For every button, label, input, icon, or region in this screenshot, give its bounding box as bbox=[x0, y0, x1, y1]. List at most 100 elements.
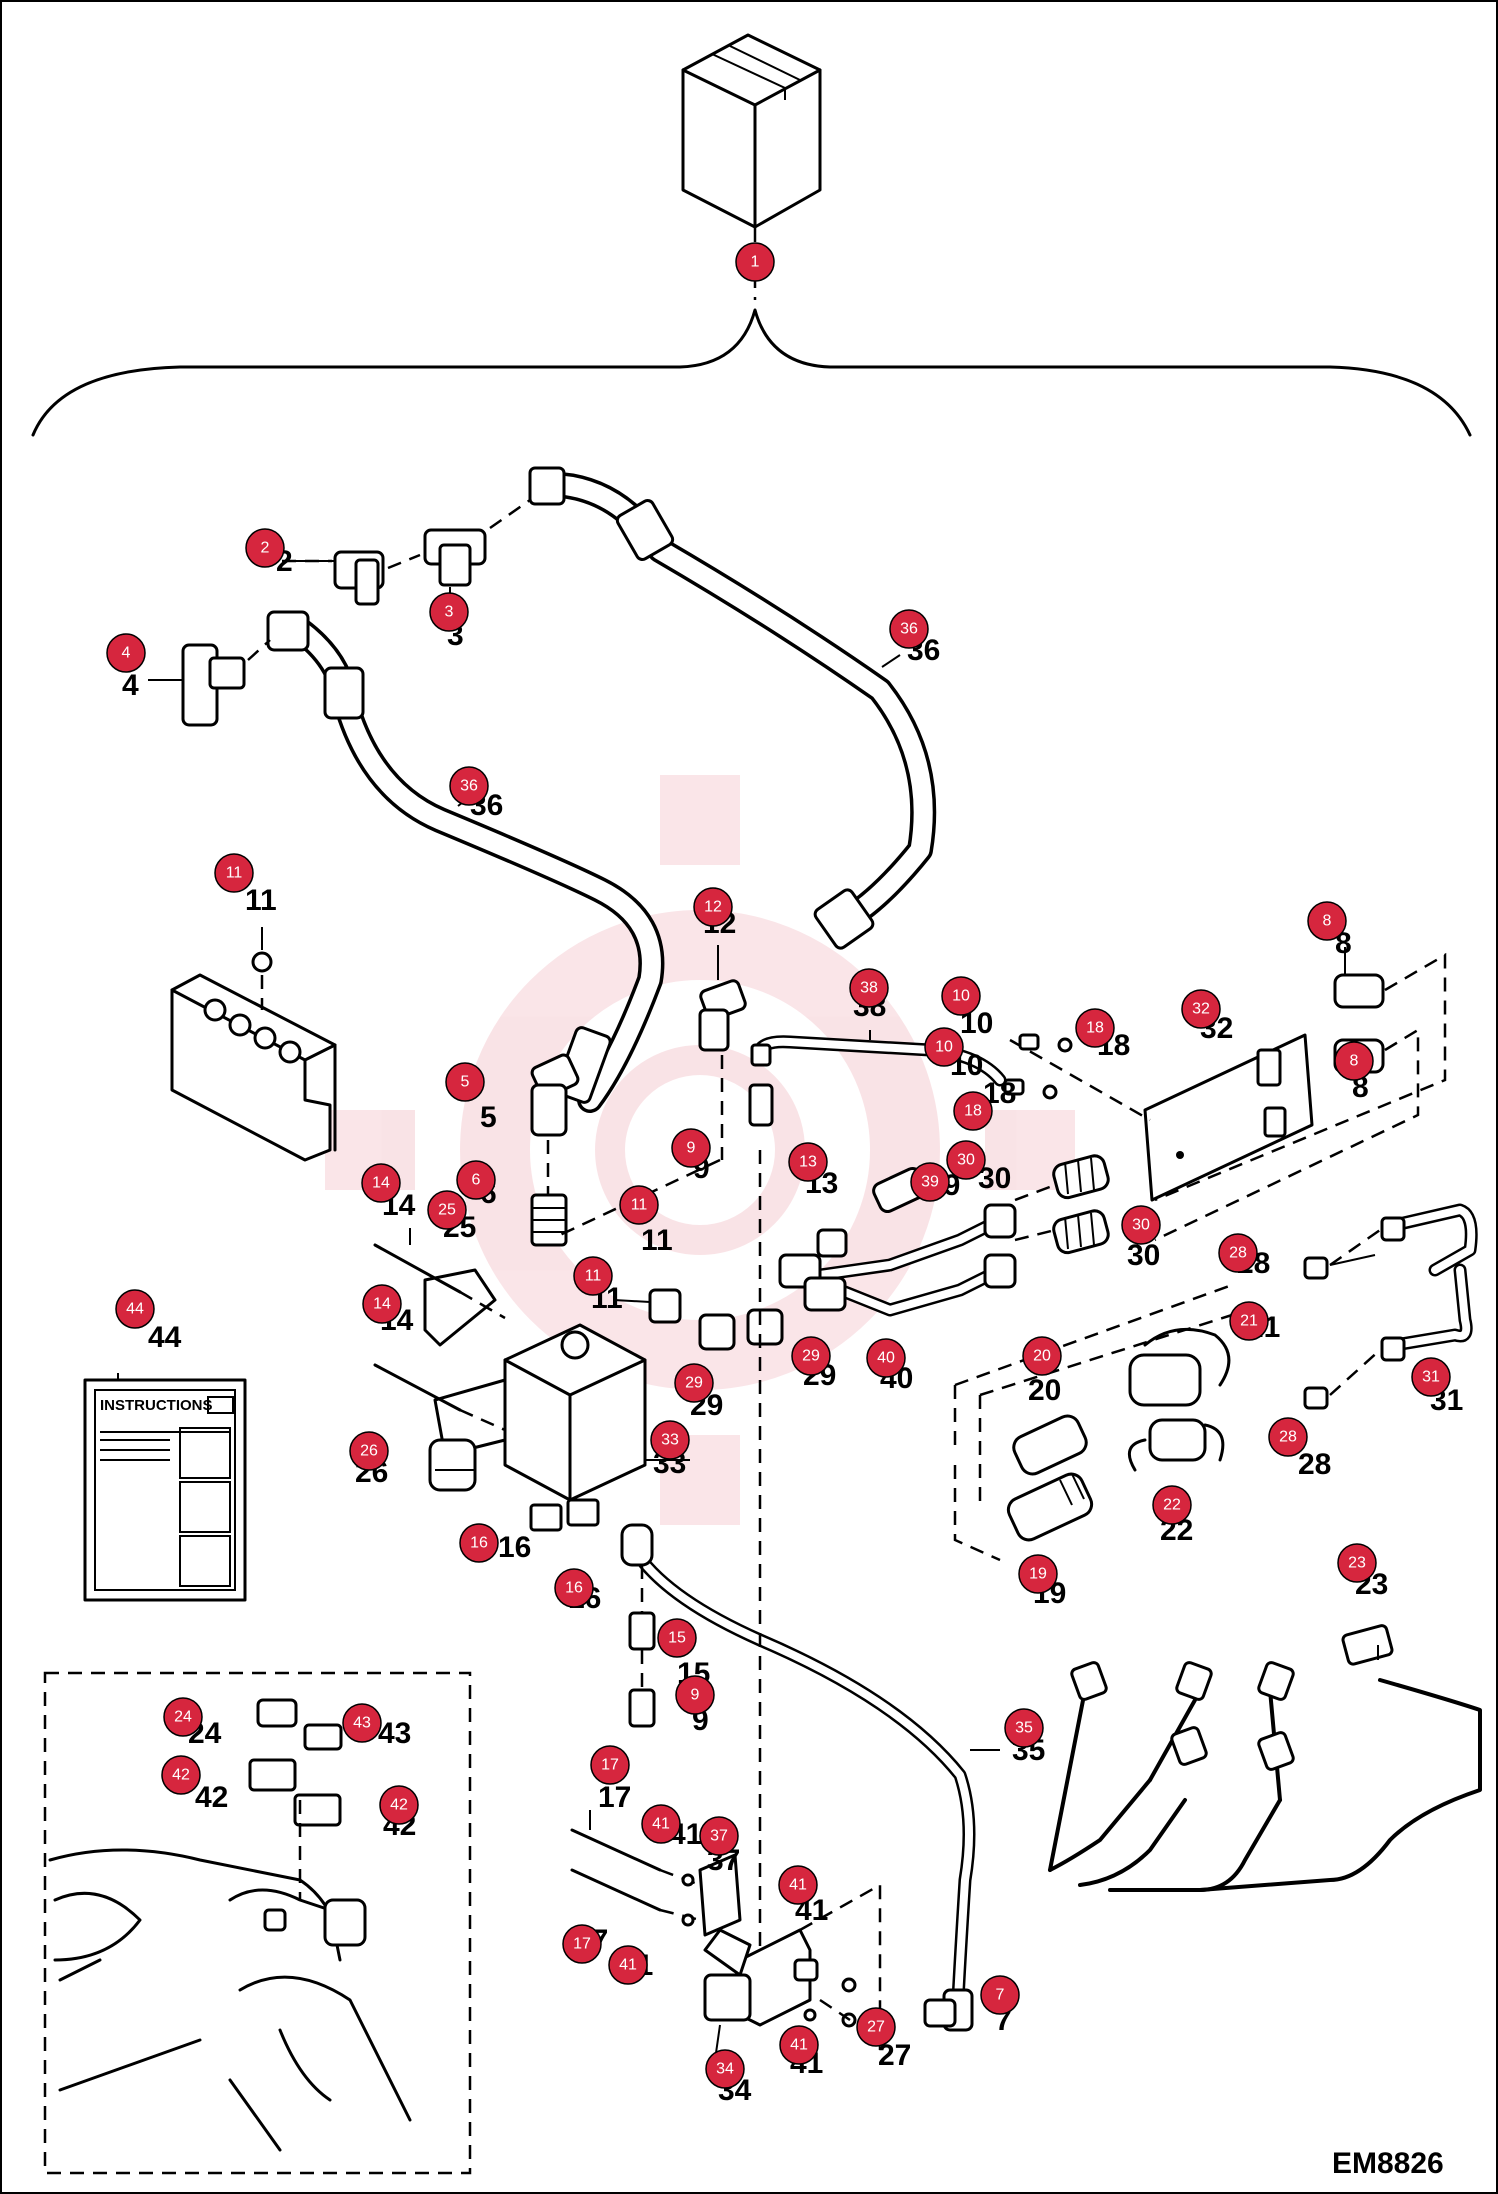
callout-number: 6 bbox=[472, 1172, 481, 1189]
callout-circle bbox=[562, 1924, 602, 1964]
bolt-17-upper bbox=[570, 1828, 662, 1872]
callout-circle bbox=[590, 1745, 630, 1785]
callout-number: 14 bbox=[373, 1296, 391, 1313]
drawing-code: EM8826 bbox=[1332, 2147, 1444, 2180]
kit-box-icon bbox=[681, 33, 822, 229]
coupler-21-icon bbox=[1128, 1327, 1231, 1407]
cap-22-icon bbox=[1127, 1418, 1225, 1472]
callout-number: 2 bbox=[261, 540, 270, 557]
callout-29: 29 bbox=[791, 1336, 831, 1376]
callout-circle bbox=[1004, 1708, 1044, 1748]
callout-11: 11 bbox=[573, 1256, 613, 1296]
callout-25: 25 bbox=[427, 1190, 467, 1230]
callout-circle bbox=[641, 1804, 681, 1844]
fitting-5-icon bbox=[530, 1053, 580, 1137]
callout-circle bbox=[429, 592, 469, 632]
callout-circle bbox=[1075, 1008, 1115, 1048]
callout-circle bbox=[163, 1697, 203, 1737]
callout-29: 29 bbox=[674, 1363, 714, 1403]
callout-37: 37 bbox=[699, 1816, 739, 1856]
callout-31: 31 bbox=[1411, 1357, 1451, 1397]
callout-number: 39 bbox=[921, 1174, 939, 1191]
callout-number: 30 bbox=[1132, 1217, 1150, 1234]
callout-13: 13 bbox=[788, 1142, 828, 1182]
washer-41-icon bbox=[681, 1873, 817, 2022]
callout-number: 11 bbox=[585, 1268, 602, 1285]
callout-circle bbox=[779, 2025, 819, 2065]
callout-circle bbox=[866, 1338, 906, 1378]
part-label: 11 bbox=[245, 884, 277, 917]
watermark-logo bbox=[325, 775, 1075, 1525]
callout-23: 23 bbox=[1337, 1543, 1377, 1583]
callout-41: 41 bbox=[778, 1865, 818, 1905]
callout-number: 33 bbox=[661, 1432, 679, 1449]
callout-39: 39 bbox=[910, 1162, 950, 1202]
callout-41: 41 bbox=[641, 1804, 681, 1844]
hose-35 bbox=[620, 1523, 976, 2032]
leader-lines bbox=[117, 560, 1379, 2061]
callout-5: 5 bbox=[445, 1062, 485, 1102]
fitting-29-icon bbox=[698, 1308, 784, 1351]
callout-circle bbox=[379, 1785, 419, 1825]
callout-35: 35 bbox=[1004, 1708, 1044, 1748]
callout-number: 18 bbox=[964, 1103, 982, 1120]
fitting-9-icon bbox=[748, 1083, 774, 1127]
fitting-9-lower-icon bbox=[628, 1688, 656, 1728]
callout-number: 10 bbox=[952, 988, 970, 1005]
callout-circle bbox=[361, 1163, 401, 1203]
callout-41: 41 bbox=[608, 1945, 648, 1985]
callout-number: 9 bbox=[687, 1140, 696, 1157]
instruction-sheet: INSTRUCTIONS bbox=[83, 1378, 247, 1602]
callout-number: 11 bbox=[226, 865, 243, 882]
callout-number: 8 bbox=[1350, 1053, 1359, 1070]
callout-43: 43 bbox=[342, 1703, 382, 1743]
instructions-title: INSTRUCTIONS bbox=[100, 1397, 213, 1414]
callout-42: 42 bbox=[379, 1785, 419, 1825]
callout-34: 34 bbox=[705, 2049, 745, 2089]
tubes-39-40 bbox=[778, 1166, 1017, 1317]
callout-2: 2 bbox=[245, 528, 285, 568]
callout-41: 41 bbox=[779, 2025, 819, 2065]
callout-circle bbox=[1337, 1543, 1377, 1583]
callout-11: 11 bbox=[619, 1185, 659, 1225]
cap-28-icon bbox=[1303, 1256, 1329, 1410]
callout-number: 17 bbox=[573, 1936, 591, 1953]
coupler-20-icon bbox=[1012, 1414, 1088, 1476]
callout-circle bbox=[449, 766, 489, 806]
callout-circle bbox=[674, 1363, 714, 1403]
callout-number: 27 bbox=[867, 2019, 885, 2036]
coupler-30-lower bbox=[1052, 1209, 1110, 1255]
callout-20: 20 bbox=[1022, 1336, 1062, 1376]
callout-number: 16 bbox=[565, 1580, 583, 1597]
callout-9: 9 bbox=[671, 1128, 711, 1168]
callout-40: 40 bbox=[866, 1338, 906, 1378]
callout-circle bbox=[693, 887, 733, 927]
callout-number: 12 bbox=[704, 899, 722, 916]
callout-circle bbox=[608, 1945, 648, 1985]
callout-number: 41 bbox=[789, 1877, 807, 1894]
callout-circle bbox=[856, 2007, 896, 2047]
callout-circle bbox=[245, 528, 285, 568]
callout-30: 30 bbox=[1121, 1205, 1161, 1245]
callout-circle bbox=[924, 1027, 964, 1067]
inset-frame bbox=[43, 1671, 472, 2175]
callout-number: 43 bbox=[353, 1715, 371, 1732]
solenoid-valve-34 bbox=[703, 1928, 857, 2028]
callout-number: 25 bbox=[438, 1202, 456, 1219]
callout-circle bbox=[735, 242, 775, 282]
callout-circle bbox=[1218, 1233, 1258, 1273]
callout-16: 16 bbox=[554, 1568, 594, 1608]
coupler-19-icon bbox=[1006, 1472, 1094, 1542]
callout-22: 22 bbox=[1152, 1485, 1192, 1525]
part-label: 16 bbox=[498, 1531, 531, 1564]
callout-number: 24 bbox=[174, 1709, 192, 1726]
callout-circle bbox=[1181, 989, 1221, 1029]
wire-harness-23 bbox=[1048, 1624, 1482, 1892]
callout-number: 31 bbox=[1422, 1369, 1440, 1386]
callout-number: 26 bbox=[360, 1443, 378, 1460]
inset-detail bbox=[48, 1698, 412, 2152]
callout-circle bbox=[349, 1431, 389, 1471]
callout-9: 9 bbox=[675, 1675, 715, 1715]
callout-44: 44 bbox=[115, 1289, 155, 1329]
